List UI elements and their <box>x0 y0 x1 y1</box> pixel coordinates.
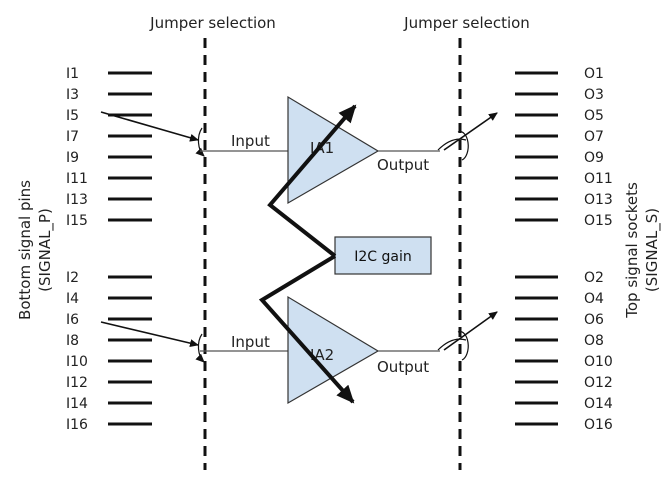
right-side-label: Top signal sockets (SIGNAL_S) <box>623 182 662 319</box>
left-side-label: Bottom signal pins (SIGNAL_P) <box>16 180 55 320</box>
pin-label-i13: I13 <box>66 192 88 208</box>
right-side-label-line2: (SIGNAL_S) <box>643 208 662 292</box>
pin-label-o3: O3 <box>584 87 604 103</box>
pin-label-i11: I11 <box>66 171 88 187</box>
pin-label-o10: O10 <box>584 354 613 370</box>
bottom-input-arrow <box>100 321 199 348</box>
pin-label-i7: I7 <box>66 129 79 145</box>
gain-arrow-ia2 <box>258 254 355 404</box>
pin-label-o12: O12 <box>584 375 613 391</box>
bottom-output-jumper-arc <box>437 338 467 351</box>
pin-label-i2: I2 <box>66 270 79 286</box>
pin-label-i10: I10 <box>66 354 88 370</box>
pin-label-i9: I9 <box>66 150 79 166</box>
pin-label-i15: I15 <box>66 213 88 229</box>
top-input-jumper-arc <box>195 127 205 157</box>
i2c-gain-label: I2C gain <box>354 249 412 265</box>
pin-label-i1: I1 <box>66 66 79 82</box>
pin-label-i3: I3 <box>66 87 79 103</box>
bottom-output-arrow <box>443 311 498 351</box>
pin-label-o14: O14 <box>584 396 613 412</box>
pin-label-i16: I16 <box>66 417 88 433</box>
top-output-arrow <box>443 112 498 151</box>
left-jumper-title: Jumper selection <box>149 14 276 32</box>
pin-label-o2: O2 <box>584 270 604 286</box>
pin-label-o4: O4 <box>584 291 604 307</box>
bottom-input-label: Input <box>231 333 270 351</box>
top-input-label: Input <box>231 132 270 150</box>
pin-label-i8: I8 <box>66 333 79 349</box>
pin-label-o16: O16 <box>584 417 613 433</box>
pin-label-o8: O8 <box>584 333 604 349</box>
pin-label-i5: I5 <box>66 108 79 124</box>
right-jumper-title: Jumper selection <box>403 14 530 32</box>
pin-label-i14: I14 <box>66 396 88 412</box>
pin-label-i12: I12 <box>66 375 88 391</box>
i2c-gain-box <box>334 236 432 275</box>
left-side-label-line2: (SIGNAL_P) <box>36 208 55 292</box>
pin-label-i6: I6 <box>66 312 79 328</box>
pin-label-o9: O9 <box>584 150 604 166</box>
pin-label-o5: O5 <box>584 108 604 124</box>
top-input-arrow <box>100 111 199 142</box>
pin-label-o15: O15 <box>584 213 613 229</box>
pin-label-o1: O1 <box>584 66 604 82</box>
amplifier-ia1 <box>287 95 380 205</box>
bottom-output-label: Output <box>377 358 429 376</box>
gain-arrow-ia1 <box>267 104 357 258</box>
left-side-label-line1: Bottom signal pins <box>16 180 34 320</box>
pin-label-o6: O6 <box>584 312 604 328</box>
right-side-label-line1: Top signal sockets <box>623 182 641 319</box>
pin-label-i4: I4 <box>66 291 79 307</box>
bottom-input-jumper-arc <box>195 333 205 363</box>
top-output-jumper-arc <box>437 138 467 151</box>
pin-label-o7: O7 <box>584 129 604 145</box>
pin-label-o13: O13 <box>584 192 613 208</box>
top-output-jumper-hook <box>457 130 469 161</box>
pin-label-o11: O11 <box>584 171 613 187</box>
bottom-output-jumper-hook <box>457 330 469 361</box>
top-output-label: Output <box>377 156 429 174</box>
